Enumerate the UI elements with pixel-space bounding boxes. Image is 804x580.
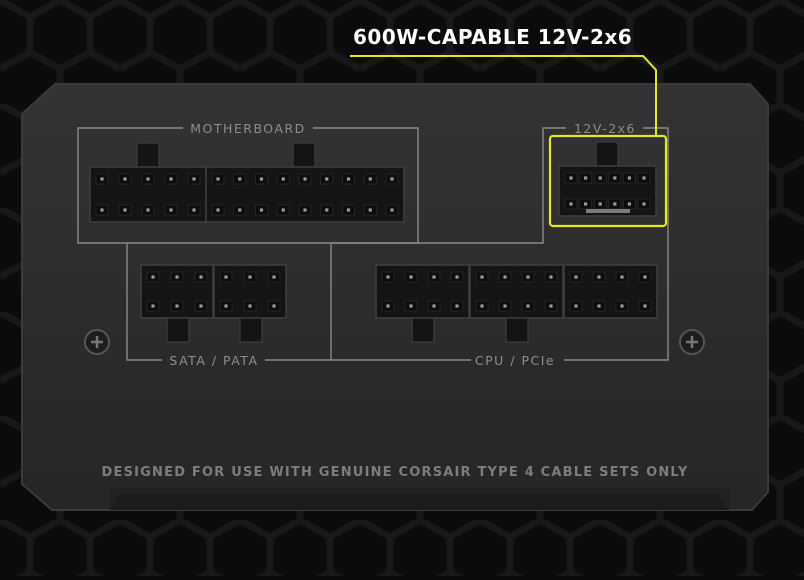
pin bbox=[526, 275, 530, 279]
pin bbox=[642, 202, 646, 206]
pin bbox=[584, 176, 588, 180]
pin bbox=[146, 177, 150, 181]
pin bbox=[368, 177, 372, 181]
pin bbox=[123, 177, 127, 181]
pin bbox=[303, 208, 307, 212]
connectors bbox=[89, 141, 658, 343]
pin bbox=[455, 275, 459, 279]
pin bbox=[146, 208, 150, 212]
pin bbox=[224, 304, 228, 308]
pin bbox=[480, 275, 484, 279]
pin bbox=[620, 304, 624, 308]
cpu-pcie-latch-1 bbox=[411, 317, 435, 343]
left-screw-icon bbox=[84, 329, 110, 355]
pin bbox=[169, 177, 173, 181]
pin bbox=[643, 304, 647, 308]
pin bbox=[248, 275, 252, 279]
pin bbox=[627, 202, 631, 206]
pin bbox=[325, 177, 329, 181]
pin bbox=[386, 304, 390, 308]
pin bbox=[100, 208, 104, 212]
group-outlines bbox=[77, 127, 669, 361]
pin bbox=[224, 275, 228, 279]
pin bbox=[432, 275, 436, 279]
pin bbox=[597, 304, 601, 308]
pin bbox=[597, 275, 601, 279]
pin bbox=[123, 208, 127, 212]
motherboard-latch-right bbox=[292, 142, 316, 169]
pin bbox=[175, 304, 179, 308]
pin bbox=[409, 275, 413, 279]
sata-pata-latch-2 bbox=[239, 317, 263, 343]
pin bbox=[175, 275, 179, 279]
pin bbox=[480, 304, 484, 308]
pin bbox=[642, 176, 646, 180]
pin bbox=[574, 275, 578, 279]
pin bbox=[574, 304, 578, 308]
pin bbox=[455, 304, 459, 308]
right-screw-icon bbox=[679, 329, 705, 355]
pin bbox=[216, 208, 220, 212]
pin bbox=[390, 208, 394, 212]
pin bbox=[281, 177, 285, 181]
pin bbox=[346, 177, 351, 181]
callout-leader-line bbox=[350, 55, 657, 136]
pin bbox=[643, 275, 647, 279]
pin bbox=[549, 275, 553, 279]
pin bbox=[192, 208, 196, 212]
pin bbox=[620, 275, 624, 279]
pin bbox=[169, 208, 173, 212]
hv-connector-latch bbox=[595, 141, 619, 168]
pin bbox=[503, 304, 507, 308]
pin bbox=[368, 208, 372, 212]
pin bbox=[259, 177, 264, 181]
pin bbox=[432, 304, 436, 308]
sata-pata-latch-1 bbox=[166, 317, 190, 343]
pin bbox=[248, 304, 252, 308]
pin bbox=[199, 275, 203, 279]
pin bbox=[613, 176, 617, 180]
motherboard-label: MOTHERBOARD bbox=[190, 121, 306, 136]
pin bbox=[627, 176, 631, 180]
pin bbox=[549, 304, 553, 308]
hv-connector-highlight bbox=[548, 134, 668, 228]
motherboard-latch-left bbox=[136, 142, 160, 169]
cable-disclaimer-text: DESIGNED FOR USE WITH GENUINE CORSAIR TY… bbox=[102, 465, 689, 480]
hv-sense-pins bbox=[586, 209, 630, 213]
cpu-pcie-latch-2 bbox=[505, 317, 529, 343]
pin bbox=[584, 202, 588, 206]
pin bbox=[303, 177, 307, 181]
pin bbox=[569, 176, 573, 180]
cpu-pcie-label: CPU / PCIe bbox=[475, 353, 555, 368]
pin bbox=[272, 275, 276, 279]
pin bbox=[390, 177, 394, 181]
motherboard-outline bbox=[77, 127, 419, 244]
callout-title: 600W-CAPABLE 12V-2x6 bbox=[353, 25, 632, 49]
pin bbox=[192, 177, 196, 181]
pin bbox=[409, 304, 413, 308]
pin bbox=[281, 208, 285, 212]
pin bbox=[151, 275, 155, 279]
pin bbox=[216, 177, 220, 181]
pin bbox=[151, 304, 155, 308]
pin bbox=[238, 208, 242, 212]
pin bbox=[526, 304, 530, 308]
pin bbox=[503, 275, 507, 279]
pin bbox=[100, 177, 104, 181]
pin bbox=[199, 304, 203, 308]
pin bbox=[259, 208, 264, 212]
sata-pata-label: SATA / PATA bbox=[169, 353, 258, 368]
pin bbox=[386, 275, 390, 279]
pin bbox=[238, 177, 242, 181]
pin bbox=[613, 202, 617, 206]
pin bbox=[325, 208, 329, 212]
pin bbox=[569, 202, 573, 206]
pin bbox=[346, 208, 351, 212]
hv-connector-label: 12V-2x6 bbox=[574, 121, 636, 136]
pin bbox=[598, 202, 602, 206]
pin bbox=[598, 176, 602, 180]
pin bbox=[272, 304, 276, 308]
